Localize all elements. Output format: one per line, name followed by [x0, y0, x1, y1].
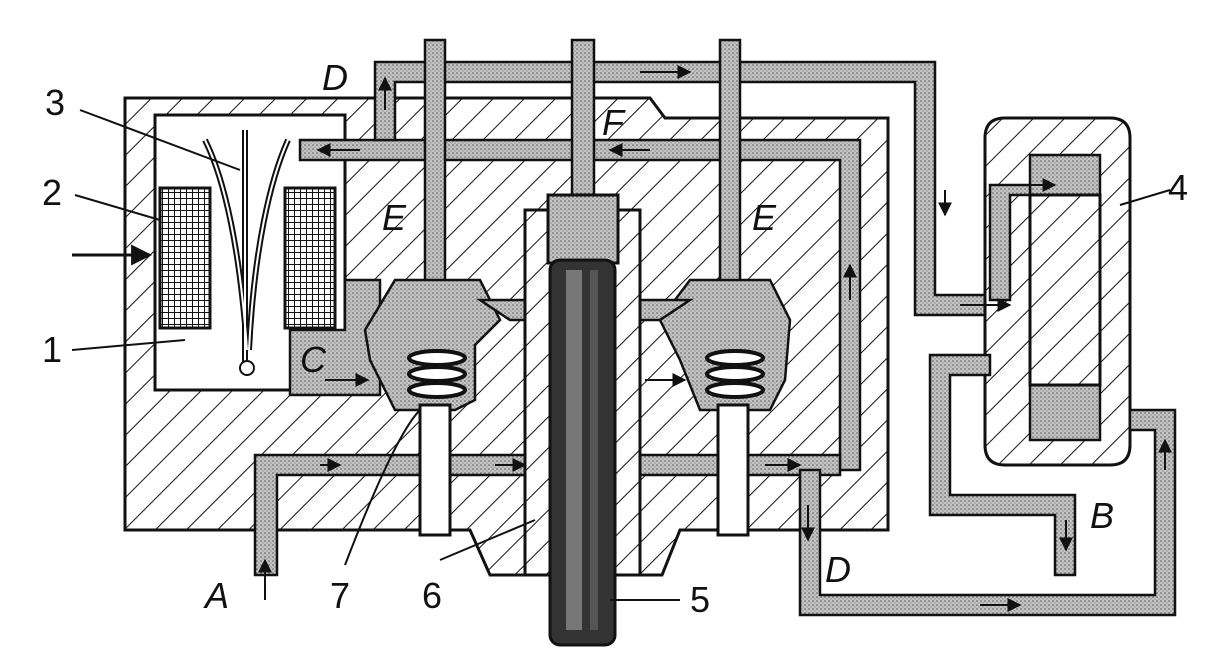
label-2: 2	[42, 172, 62, 213]
leader-4	[1119, 189, 1171, 206]
servo-lower-chamber	[1028, 383, 1102, 442]
label-3: 3	[45, 82, 65, 123]
spool-top-cap	[546, 193, 620, 265]
plunger-left	[418, 403, 452, 537]
channel-a	[253, 453, 842, 577]
channel-c	[288, 278, 382, 397]
label-C: C	[300, 339, 327, 380]
leader-7	[344, 409, 421, 566]
leader-1	[71, 339, 186, 351]
nozzle-tube-center	[570, 38, 596, 202]
label-F: F	[602, 102, 626, 143]
plunger-right	[716, 403, 750, 537]
channel-b	[928, 353, 1077, 577]
label-7: 7	[330, 575, 350, 616]
servo-piston	[1028, 193, 1102, 387]
channel-to-servo	[988, 183, 1032, 302]
spring-left	[407, 349, 467, 399]
servo-upper-chamber	[1028, 153, 1102, 197]
label-6: 6	[422, 575, 442, 616]
label-D-bottom: D	[825, 549, 851, 590]
label-1: 1	[42, 329, 62, 370]
spool	[548, 258, 617, 647]
spring-right	[705, 349, 765, 399]
channel-d-bottom	[798, 408, 1177, 617]
leader-2	[74, 194, 161, 221]
label-5: 5	[690, 579, 710, 620]
flapper-pivot	[239, 360, 255, 376]
label-E-left: E	[382, 197, 407, 238]
coil-left	[158, 186, 212, 330]
label-B: B	[1090, 495, 1114, 536]
coil-right	[283, 186, 337, 330]
label-D-top: D	[322, 57, 348, 98]
label-4: 4	[1168, 167, 1188, 208]
leader-6	[439, 519, 536, 561]
leader-3	[79, 109, 241, 171]
label-E-right: E	[752, 197, 777, 238]
label-A: A	[203, 575, 229, 616]
